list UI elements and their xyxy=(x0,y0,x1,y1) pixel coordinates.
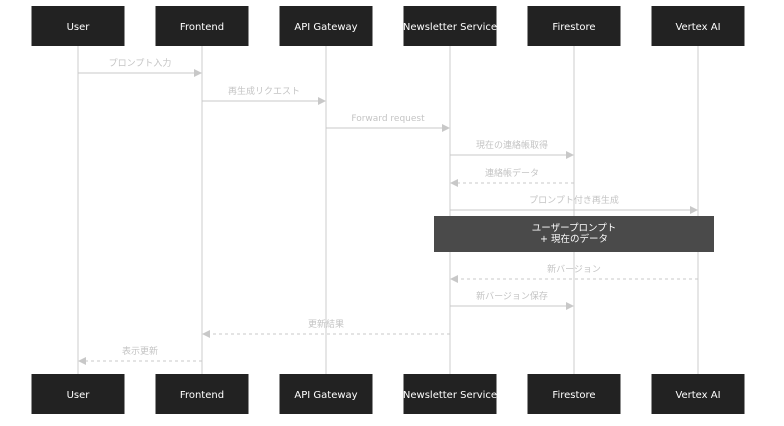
note-line: + 現在のデータ xyxy=(540,233,608,245)
message-10: 表示更新 xyxy=(78,345,202,365)
actor-label: API Gateway xyxy=(294,390,357,401)
message-4: 現在の連絡帳取得 xyxy=(450,139,574,159)
actor-box xyxy=(651,374,745,414)
note-box xyxy=(434,216,714,252)
message-label: プロンプト入力 xyxy=(109,57,172,69)
actor-vertex-top: Vertex AI xyxy=(651,6,745,46)
message-label: 更新結果 xyxy=(308,318,344,330)
message-7: 新バージョン xyxy=(450,263,698,283)
actor-frontend-bottom: Frontend xyxy=(155,374,249,414)
actor-firestore-top: Firestore xyxy=(527,6,621,46)
actor-gateway-bottom: API Gateway xyxy=(279,374,373,414)
actor-box xyxy=(527,6,621,46)
actor-label: Firestore xyxy=(552,390,595,401)
actor-box xyxy=(279,6,373,46)
actor-box xyxy=(279,374,373,414)
actor-frontend-top: Frontend xyxy=(155,6,249,46)
actor-box xyxy=(31,6,125,46)
actor-box xyxy=(651,6,745,46)
message-2: 再生成リクエスト xyxy=(202,85,326,105)
actors-bottom: User Frontend API Gateway Newsletter Servic… xyxy=(31,374,745,414)
actor-label: Vertex AI xyxy=(675,22,720,33)
actor-label: Newsletter Service xyxy=(403,390,497,401)
message-1: プロンプト入力 xyxy=(78,57,202,77)
note: ユーザープロンプト+ 現在のデータ xyxy=(434,216,714,252)
actor-label: Frontend xyxy=(180,22,224,33)
actors-top: User Frontend API Gateway Newsletter Servic… xyxy=(31,6,745,46)
message-label: 表示更新 xyxy=(122,345,158,357)
message-label: Forward request xyxy=(351,114,425,124)
message-label: プロンプト付き再生成 xyxy=(529,194,619,206)
actor-box xyxy=(31,374,125,414)
note-line: ユーザープロンプト xyxy=(532,223,616,234)
actor-label: User xyxy=(67,22,91,33)
actor-label: Vertex AI xyxy=(675,390,720,401)
actor-box xyxy=(155,6,249,46)
actor-box xyxy=(155,374,249,414)
actor-user-bottom: User xyxy=(31,374,125,414)
message-6: プロンプト付き再生成 xyxy=(450,194,698,214)
actor-firestore-bottom: Firestore xyxy=(527,374,621,414)
message-label: 再生成リクエスト xyxy=(228,85,300,97)
message-5: 連絡帳データ xyxy=(450,167,574,187)
actor-box xyxy=(527,374,621,414)
actor-label: API Gateway xyxy=(294,22,357,33)
actor-newsletter-top: Newsletter Service xyxy=(403,6,497,46)
actor-vertex-bottom: Vertex AI xyxy=(651,374,745,414)
actor-label: Frontend xyxy=(180,390,224,401)
actor-label: User xyxy=(67,390,91,401)
actor-label: Newsletter Service xyxy=(403,22,497,33)
actor-newsletter-bottom: Newsletter Service xyxy=(403,374,497,414)
message-3: Forward request xyxy=(326,114,450,132)
note-layer: ユーザープロンプト+ 現在のデータ xyxy=(434,216,714,252)
actor-gateway-top: API Gateway xyxy=(279,6,373,46)
actor-box xyxy=(403,374,497,414)
message-9: 更新結果 xyxy=(202,318,450,338)
message-label: 新バージョン xyxy=(547,263,601,275)
actor-label: Firestore xyxy=(552,22,595,33)
message-label: 新バージョン保存 xyxy=(476,290,548,302)
actor-user-top: User xyxy=(31,6,125,46)
actor-box xyxy=(403,6,497,46)
message-8: 新バージョン保存 xyxy=(450,290,574,310)
message-label: 現在の連絡帳取得 xyxy=(476,139,548,151)
message-label: 連絡帳データ xyxy=(485,167,539,179)
